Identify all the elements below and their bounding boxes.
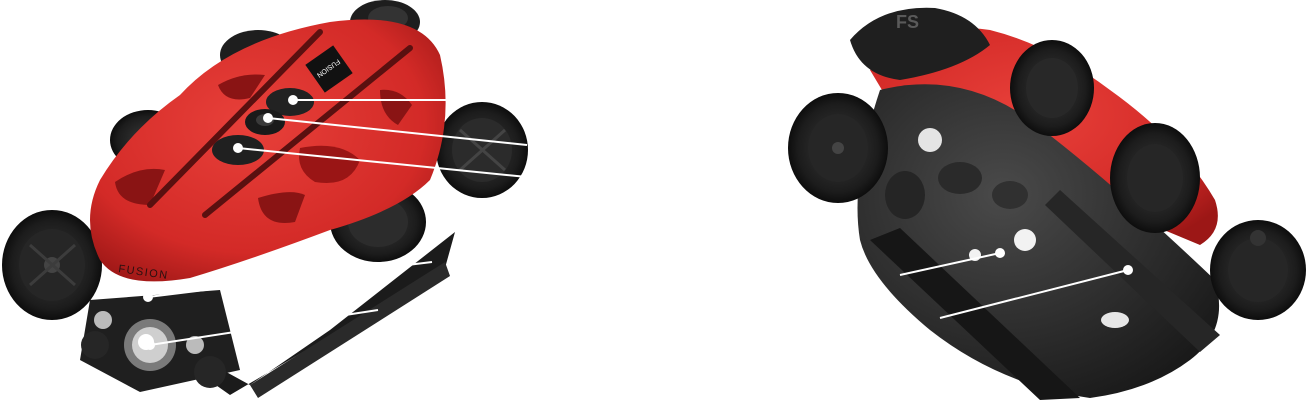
thruster-left-front (2, 210, 102, 320)
label-panel: FUSION (305, 45, 353, 93)
thruster-front-right (1210, 220, 1306, 320)
skid-plate (1101, 312, 1129, 328)
drone-bottom-view: FS (788, 7, 1306, 400)
thruster-middle-right (1110, 123, 1200, 233)
grip-strip-right (202, 45, 413, 218)
sensor-disc-2 (1014, 229, 1036, 251)
thruster-top-right (1010, 40, 1094, 136)
thruster-right-upper (436, 102, 528, 198)
camera-housing (80, 290, 240, 392)
grip-strip-left (147, 29, 323, 208)
callout-lines-right (899, 248, 1133, 319)
handle-block: FS (850, 7, 990, 81)
callout-lines-left (143, 95, 528, 350)
logo-mark: FS (896, 12, 919, 32)
drone-top-view: FUSION FUSION (2, 0, 528, 398)
thruster-left-side (788, 93, 888, 203)
sensor-disc-1 (918, 128, 942, 152)
